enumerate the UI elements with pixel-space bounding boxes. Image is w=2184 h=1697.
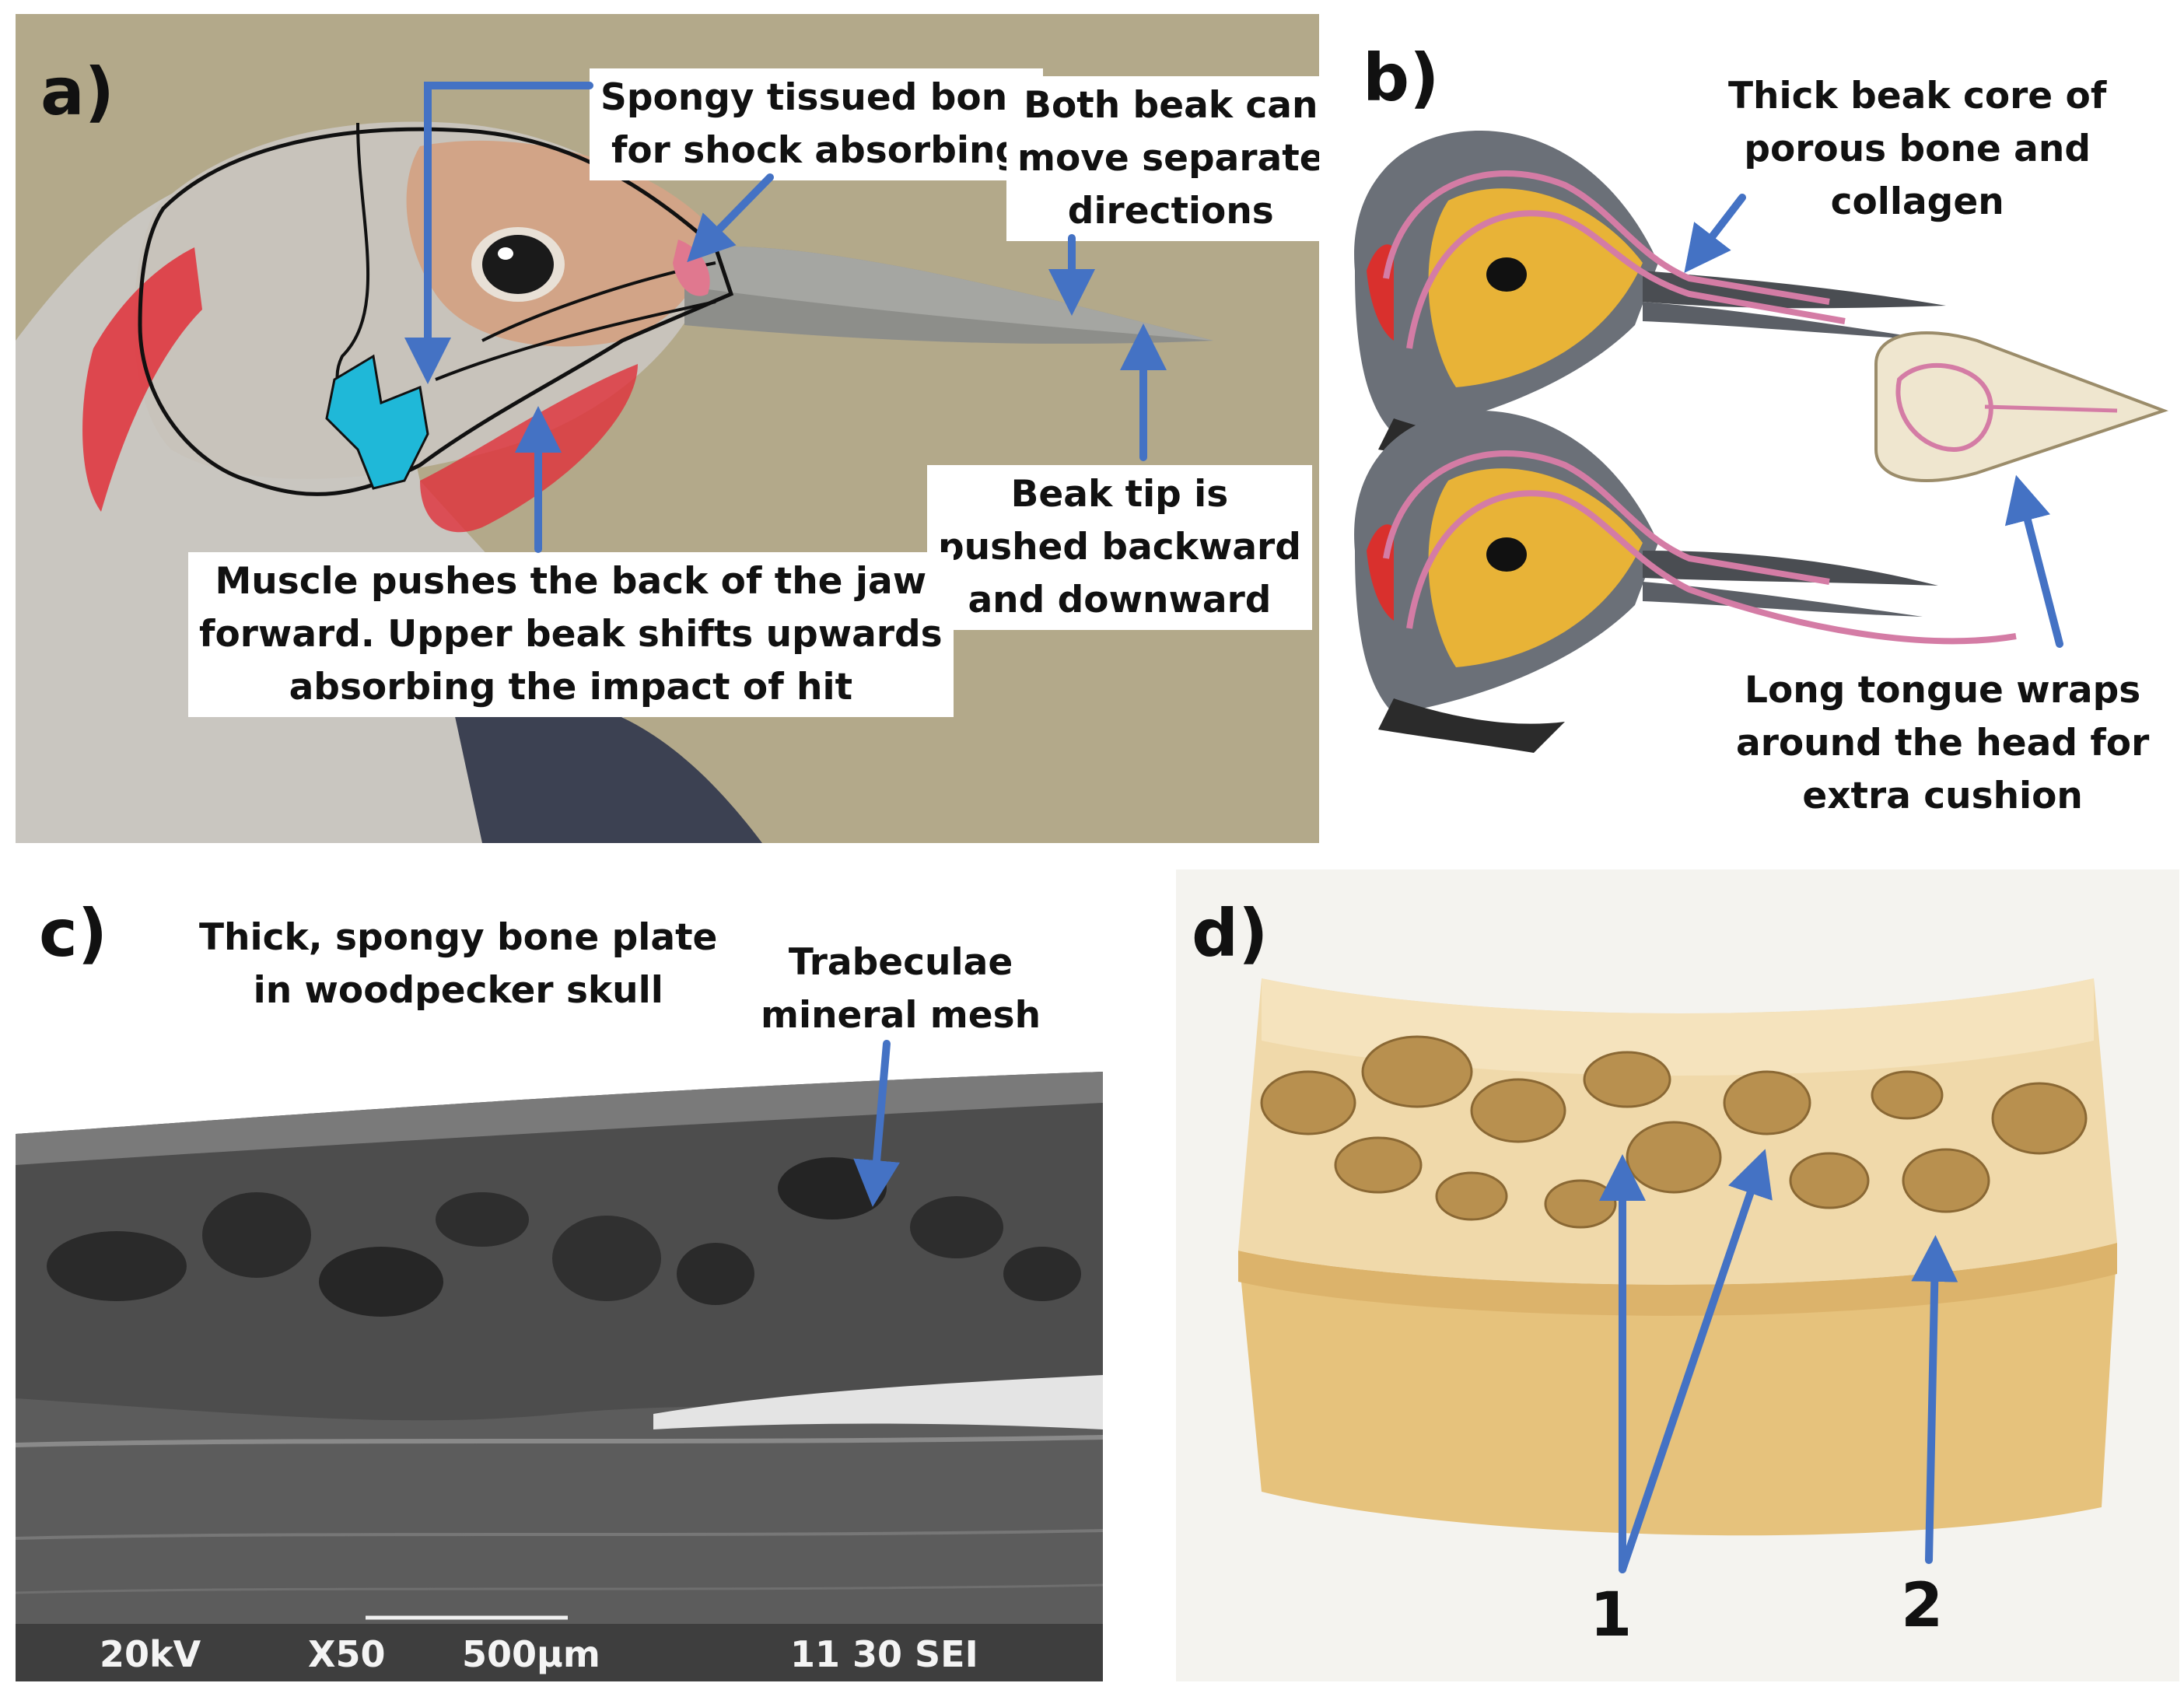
head-illustration-top <box>1354 131 1946 473</box>
woodpecker-illustrations <box>1354 131 2168 753</box>
marker-number-1: 1 <box>1590 1580 1633 1650</box>
note-line: Thick beak core of <box>1728 75 2107 117</box>
note-line: Both beak can <box>1024 84 1318 127</box>
skull-illustration <box>1874 331 2168 482</box>
trabeculae-note: Trabeculae mineral mesh <box>750 933 1052 1045</box>
note-line: for shock absorbing <box>611 129 1022 172</box>
note-line: Muscle pushes the back of the jaw <box>215 560 927 603</box>
note-line: Beak tip is <box>1010 473 1229 516</box>
note-line: collagen <box>1830 180 2004 223</box>
head-illustration-bottom <box>1354 411 2017 753</box>
note-line: pushed backward <box>938 526 1301 569</box>
bone-plate-note: Thick, spongy bone plate in woodpecker s… <box>188 908 729 1020</box>
sem-magnification: X50 <box>308 1633 386 1675</box>
note-line: forward. Upper beak shifts upwards <box>199 613 943 656</box>
note-line: porous bone and <box>1744 128 2091 170</box>
beak-tip-note: Beak tip is pushed backward and downward <box>927 465 1312 630</box>
sem-voltage: 20kV <box>100 1633 201 1675</box>
panel-d-label: d) <box>1192 895 1269 971</box>
beak-core-note: Thick beak core of porous bone and colla… <box>1717 67 2117 232</box>
both-beak-note: Both beak can move separate directions <box>1006 76 1319 241</box>
sem-image-id: 11 30 SEI <box>790 1633 978 1675</box>
panel-b: b) Thick beak core of porous bone and co… <box>1332 14 2179 843</box>
marker-number-2: 2 <box>1901 1571 1944 1641</box>
note-line: around the head for <box>1736 722 2150 765</box>
long-tongue-note: Long tongue wraps around the head for ex… <box>1725 661 2160 826</box>
note-line: mineral mesh <box>761 994 1041 1037</box>
sem-scale-label: 500µm <box>462 1633 600 1675</box>
panel-d: d) 1 2 <box>1176 869 2179 1681</box>
note-line: in woodpecker skull <box>253 969 663 1012</box>
note-line: Long tongue wraps <box>1745 669 2141 712</box>
note-line: move separate <box>1017 137 1319 180</box>
note-line: and downward <box>968 579 1272 621</box>
note-line: directions <box>1067 190 1274 233</box>
note-line: Thick, spongy bone plate <box>199 916 718 959</box>
note-line: absorbing the impact of hit <box>289 666 853 709</box>
note-line: Spongy tissued bone <box>600 76 1033 119</box>
muscle-note: Muscle pushes the back of the jaw forwar… <box>188 552 954 717</box>
panel-b-label: b) <box>1363 40 1440 116</box>
panel-c-label: c) <box>39 895 108 971</box>
spongy-bone-illustration <box>1238 978 2117 1536</box>
panel-a-label: a) <box>40 54 115 130</box>
spongy-bone-note: Spongy tissued bone for shock absorbing <box>590 68 1044 180</box>
note-line: Trabeculae <box>788 941 1013 984</box>
note-line: extra cushion <box>1802 775 2083 817</box>
panel-a: a) Spongy tissued bone for shock absorbi… <box>16 14 1319 843</box>
panel-c: c) Thick, spongy bone plate in woodpecke… <box>16 869 1103 1681</box>
